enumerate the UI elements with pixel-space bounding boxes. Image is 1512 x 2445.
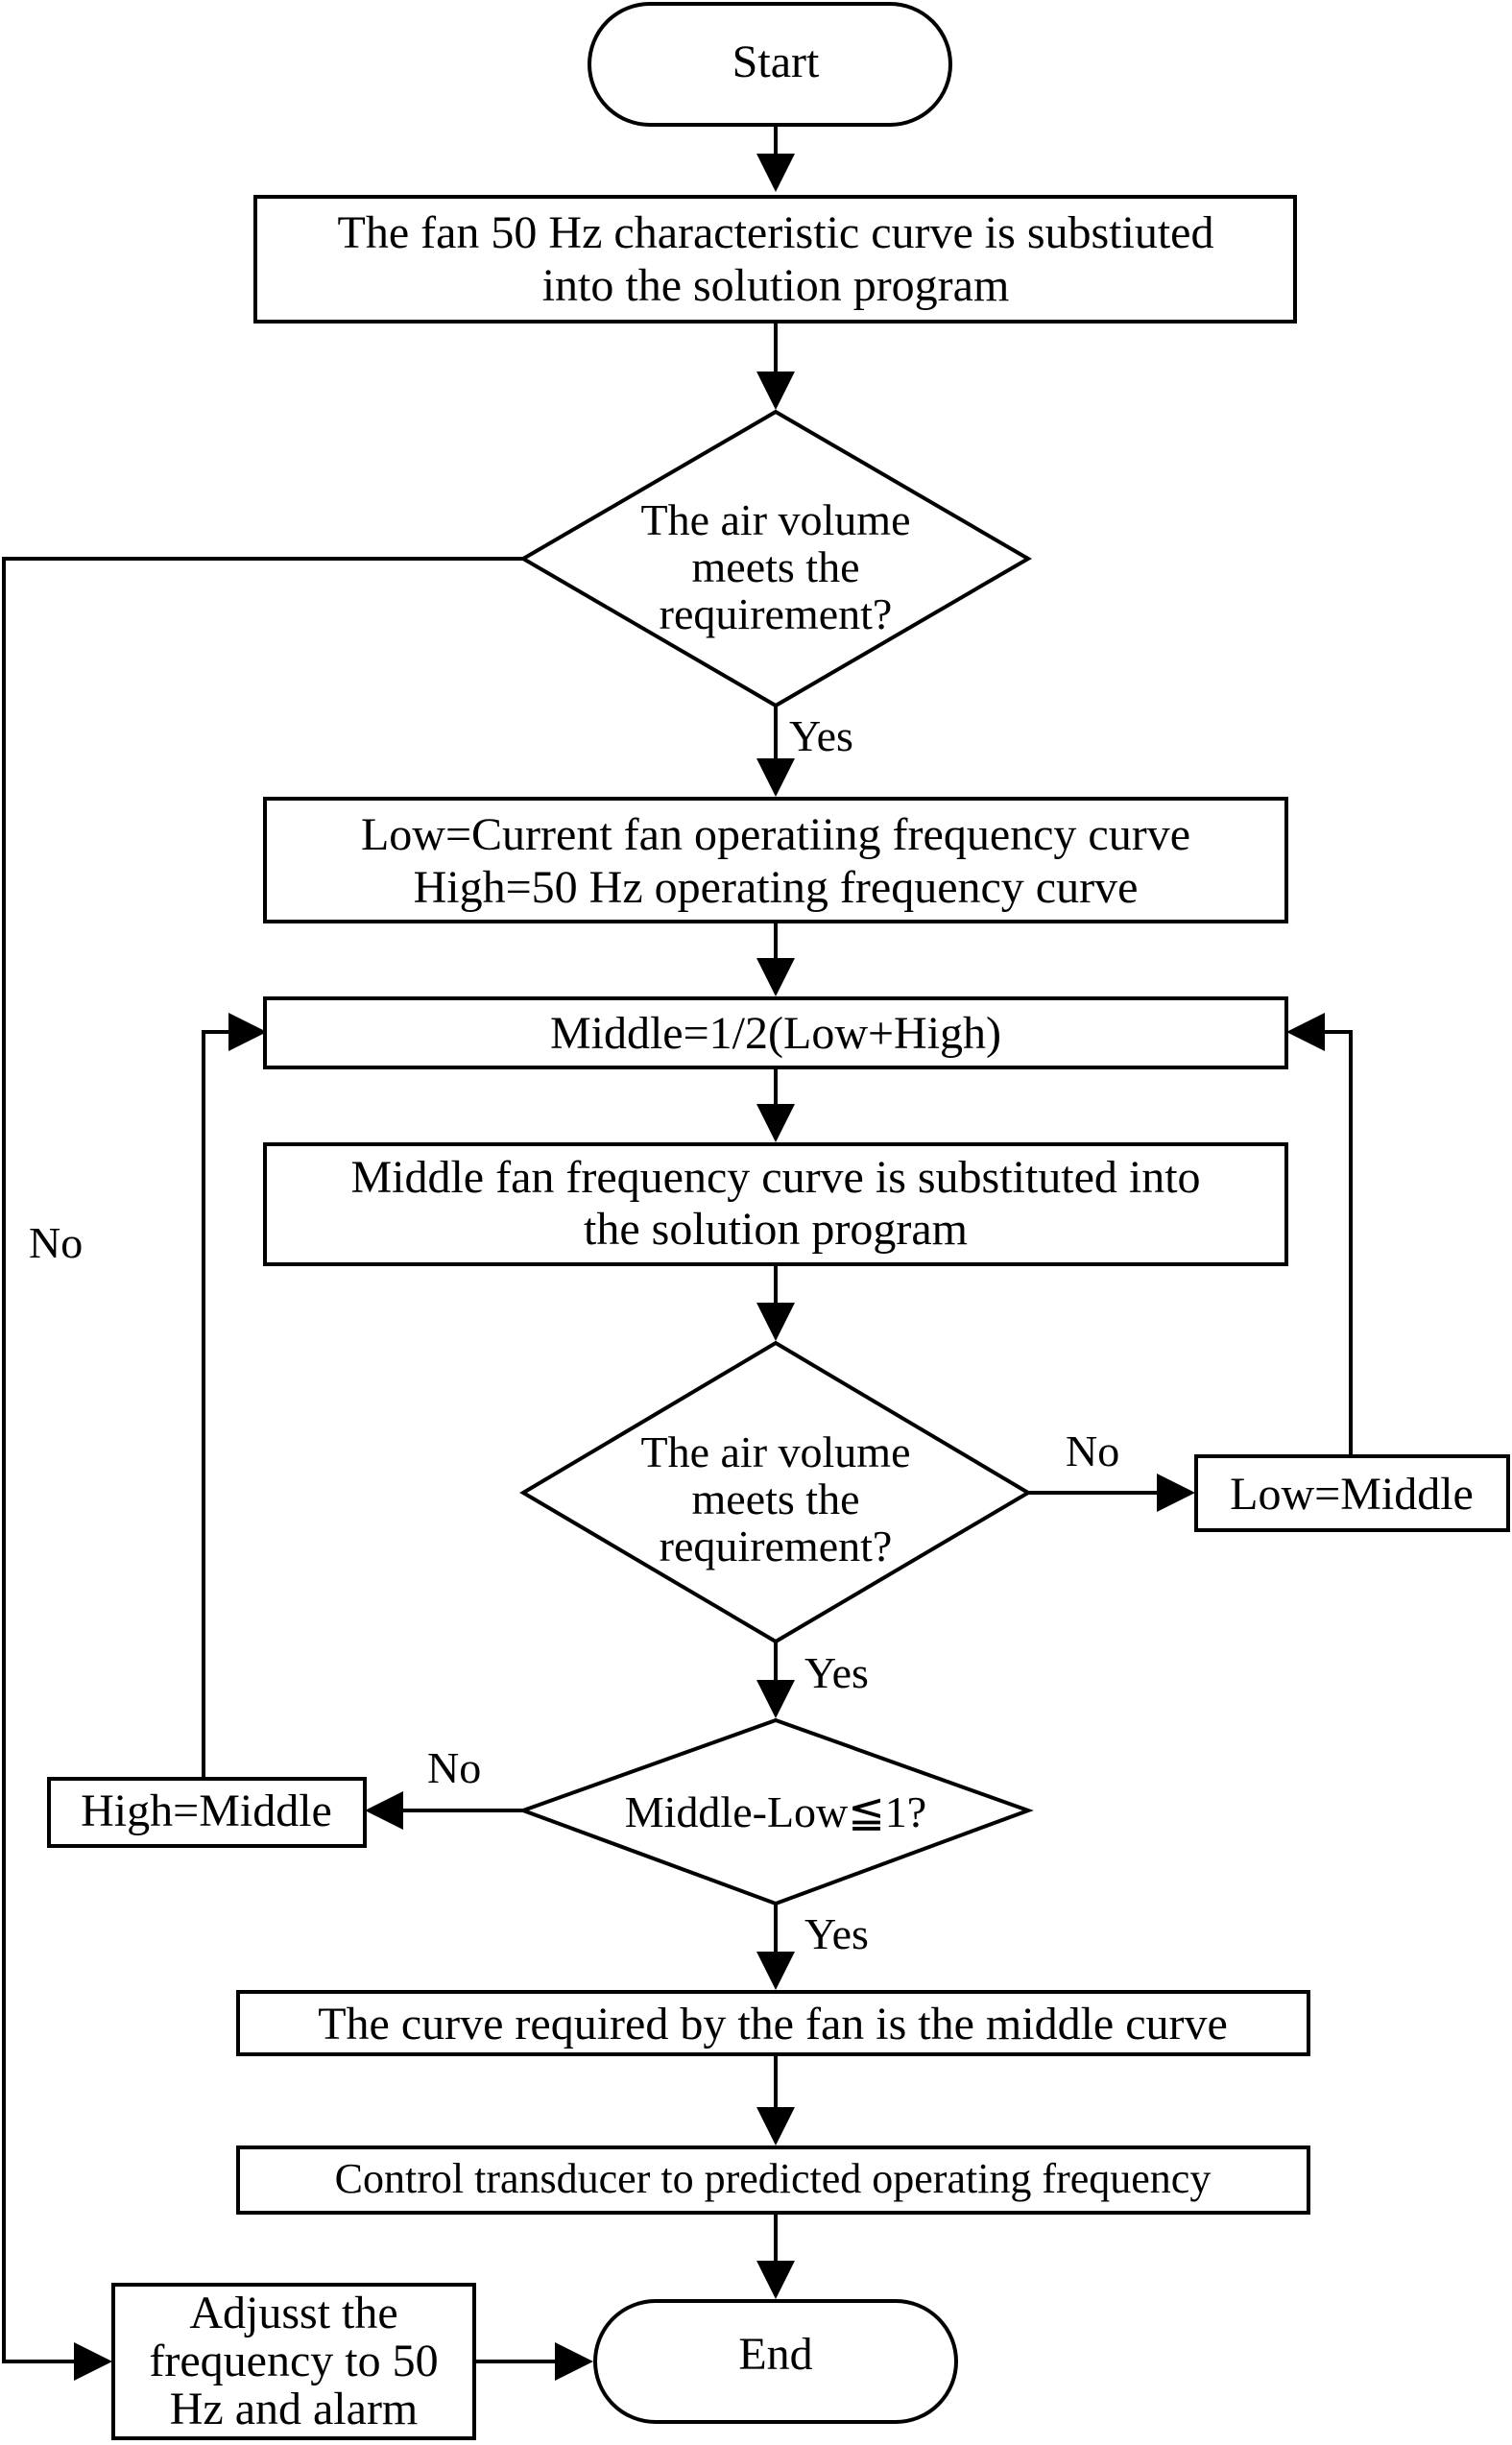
start-label: Start (732, 36, 820, 87)
end-label: End (738, 2329, 812, 2380)
arrowhead (756, 2261, 795, 2299)
decision-1-yes-label: Yes (789, 711, 853, 760)
connectors (2, 125, 1353, 2381)
decision-3-diamond (517, 1717, 1034, 1906)
decision-2-line-1: The air volume (640, 1427, 910, 1476)
arrowhead (756, 1952, 795, 1990)
decision-1-line-2: meets the (692, 542, 860, 591)
step-control-box (236, 2145, 1310, 2215)
step-middle-label: Middle=1/2(Low+High) (550, 1008, 1001, 1059)
start-terminal (588, 2, 952, 127)
step-low-middle-label: Low=Middle (1230, 1469, 1474, 1520)
arrowhead (365, 1791, 403, 1830)
decision-2-no-label: No (1066, 1426, 1119, 1475)
decision-3-label: Middle-Low≦1? (625, 1787, 926, 1836)
step-substitute-middle-box (263, 1142, 1288, 1266)
step-init-bounds-line-2: High=50 Hz operating frequency curve (414, 862, 1139, 913)
step-middle-box (263, 996, 1288, 1069)
connector-low-middle-loop (1325, 1030, 1353, 1454)
step-result-label: The curve required by the fan is the mid… (318, 1999, 1228, 2049)
arrowhead (228, 1013, 267, 1051)
shapes (47, 2, 1510, 2440)
step-adjust-line-2: frequency to 50 (149, 2336, 438, 2386)
decision-2-line-2: meets the (692, 1474, 860, 1523)
step-control-label: Control transducer to predicted operatin… (335, 2155, 1212, 2202)
arrowhead (756, 958, 795, 996)
decision-2-line-3: requirement? (660, 1522, 893, 1570)
decision-2-yes-label: Yes (804, 1648, 869, 1697)
decision-2-diamond (519, 1340, 1032, 1644)
step-init-bounds-line-1: Low=Current fan operatiing frequency cur… (361, 809, 1190, 860)
step-substitute-middle-line-2: the solution program (584, 1204, 968, 1255)
step-adjust-line-1: Adjusst the (189, 2288, 397, 2338)
arrowhead (1157, 1474, 1195, 1512)
step-high-middle-label: High=Middle (81, 1786, 332, 1836)
arrowhead (756, 1680, 795, 1718)
step-substitute-50hz-box (253, 195, 1297, 324)
arrowhead (1286, 1013, 1325, 1051)
arrowhead (74, 2342, 112, 2381)
arrowhead (756, 154, 795, 192)
decision-3-yes-label: Yes (804, 1909, 869, 1958)
decision-3-no-label: No (427, 1743, 481, 1792)
decision-1-no-label: No (29, 1218, 83, 1267)
connector-decision1-no (2, 557, 523, 2363)
step-substitute-50hz-line-2: into the solution program (542, 260, 1010, 311)
labels: Start The fan 50 Hz characteristic curve… (29, 36, 1474, 2434)
connector-high-middle-loop (202, 1030, 228, 1779)
step-adjust-box (111, 2283, 476, 2440)
step-substitute-50hz-line-1: The fan 50 Hz characteristic curve is su… (338, 207, 1214, 258)
arrowhead (756, 1104, 795, 1142)
end-terminal (593, 2299, 958, 2424)
decision-1-diamond (519, 409, 1032, 708)
step-init-bounds-box (263, 797, 1288, 923)
decision-1-line-1: The air volume (640, 495, 910, 544)
arrowhead (756, 2107, 795, 2145)
arrowhead (756, 1303, 795, 1341)
decision-1-line-3: requirement? (660, 589, 893, 638)
step-adjust-line-3: Hz and alarm (170, 2384, 419, 2434)
step-high-middle-box (47, 1777, 367, 1848)
step-low-middle-box (1194, 1454, 1510, 1532)
arrowhead (756, 372, 795, 410)
step-substitute-middle-line-1: Middle fan frequency curve is substitute… (350, 1152, 1200, 1203)
step-result-box (236, 1990, 1310, 2056)
arrowhead (756, 758, 795, 797)
arrowhead (555, 2342, 593, 2381)
